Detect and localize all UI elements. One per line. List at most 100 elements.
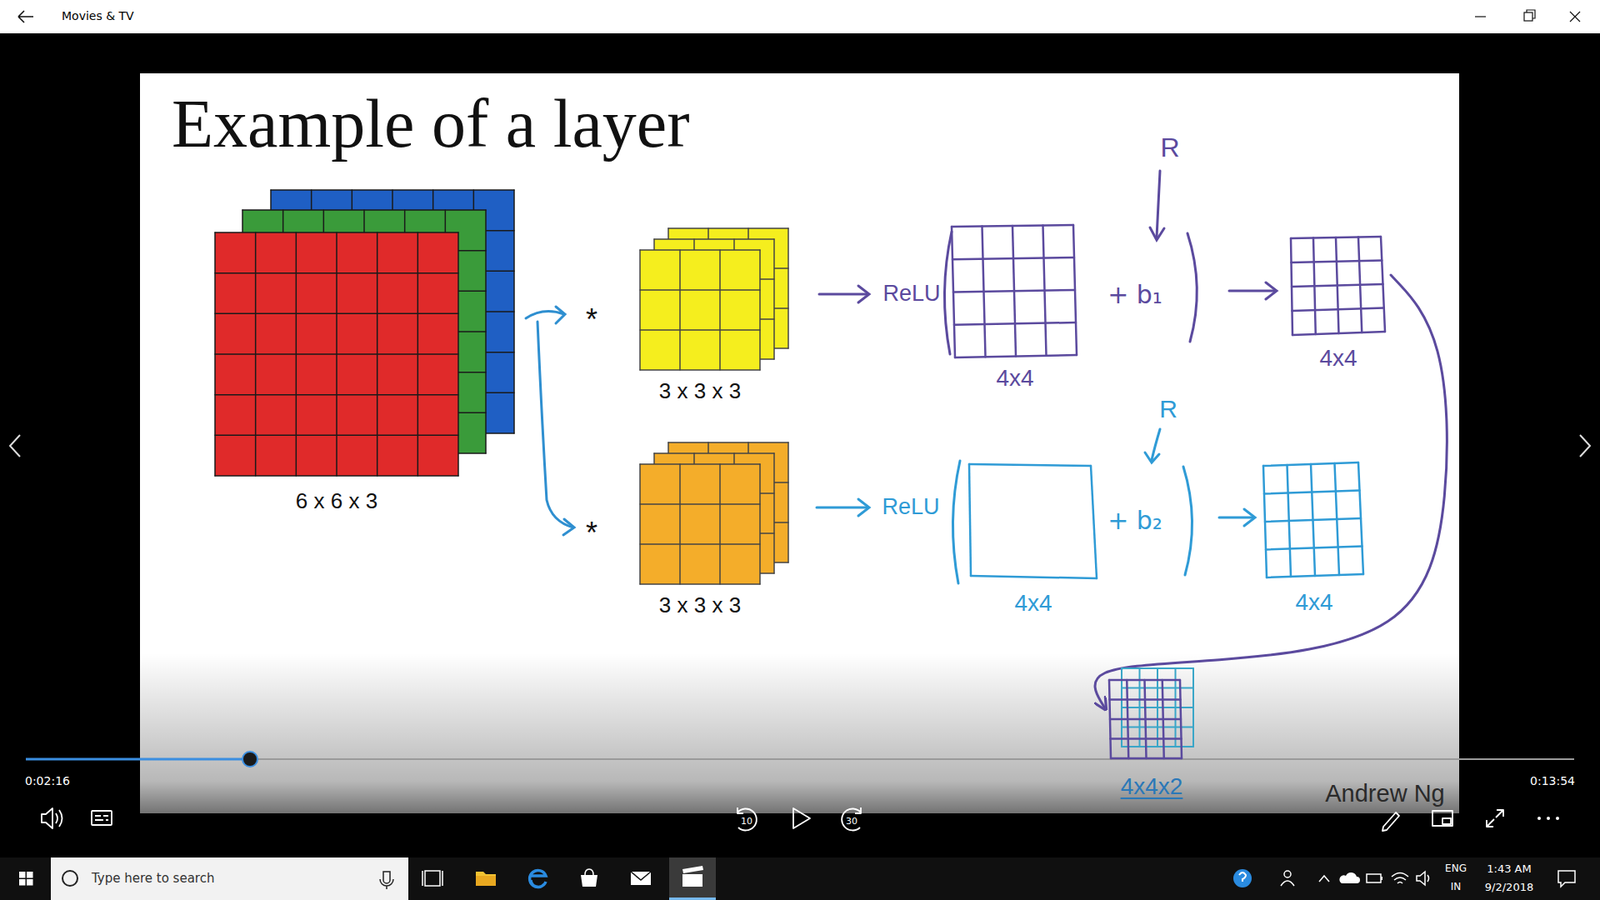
front-grid-line (1110, 737, 1182, 740)
title-bar-part (1570, 11, 1580, 22)
bias-term: + b₂ (1107, 506, 1163, 535)
taskbar-part (1284, 870, 1291, 878)
taskbar-part (530, 870, 546, 887)
front-grid-line (1110, 757, 1182, 760)
filter-layer-fill (640, 250, 760, 370)
player-controls-part (41, 808, 53, 829)
split-bracket-part (563, 519, 575, 535)
red-channel-line (417, 232, 420, 476)
taskbar-part (0, 857, 1600, 900)
slide-title: Example of a layer (171, 86, 690, 162)
red-channel-line (215, 475, 459, 477)
handdrawn-grid-line (1291, 284, 1384, 287)
filter-layer-line (787, 442, 790, 563)
filter-layer-line (639, 250, 641, 370)
relu-row-two-part (1244, 509, 1255, 526)
relu-row-one-part (944, 231, 952, 355)
dimension-label: 6 x 6 x 3 (215, 489, 459, 515)
title-bar-part (0, 0, 1600, 34)
handdrawn-box-line (970, 575, 1097, 579)
red-channel-line (215, 394, 459, 396)
taskbar-part (585, 869, 594, 875)
dimension-label: 4x4x2 (1106, 773, 1197, 800)
flow-connector (1095, 275, 1447, 709)
handdrawn-grid-line (1265, 546, 1363, 550)
relu-row-two (816, 429, 1255, 584)
output-volume-drawing (1106, 666, 1197, 760)
taskbar-part (669, 897, 716, 900)
filter-layer-line (640, 329, 760, 331)
player-controls-part (1382, 812, 1400, 831)
red-channel-line (215, 353, 459, 355)
handdrawn-grid-line (1292, 308, 1385, 312)
player-controls-part (737, 807, 744, 814)
relu-row-two-part (1145, 452, 1160, 463)
filter-layer-line (640, 503, 760, 505)
front-grid-line (1162, 680, 1165, 759)
filter-layer-line (640, 583, 760, 585)
taskbar-part (19, 879, 26, 886)
bias-term: + b₁ (1107, 280, 1163, 309)
clock-date: 9/2/2018 (1485, 881, 1534, 894)
clock-time: 1:43 AM (1486, 863, 1531, 875)
handdrawn-grid-line (1380, 236, 1385, 332)
slide (140, 73, 1460, 814)
search-placeholder: Type here to search (50, 857, 409, 900)
filter-layer-line (679, 250, 681, 370)
filter-layer-line (640, 463, 760, 465)
filter-layer-line (640, 369, 760, 371)
conv-output-two-drawing (965, 460, 1101, 582)
activation-two-drawing (1260, 460, 1369, 581)
handdrawn-grid-line (1073, 225, 1077, 355)
taskbar (0, 857, 1600, 900)
player-overlay-part (140, 653, 1460, 814)
taskbar-part (1416, 871, 1425, 885)
handdrawn-grid (951, 225, 1077, 358)
taskbar-part (669, 857, 716, 900)
activation-name: ReLU (882, 281, 940, 307)
more-dots-part (1537, 816, 1541, 820)
title-bar-part (1524, 12, 1533, 21)
player-controls-part (1486, 810, 1504, 827)
relu-row-two-part (816, 506, 868, 510)
player-controls-part (841, 808, 861, 830)
filter-layer-line (639, 464, 641, 585)
handdrawn-box-line (969, 464, 971, 576)
handdrawn-grid-line (1265, 518, 1361, 522)
filter-layer-line (787, 228, 790, 349)
relu-row-one-part (819, 293, 868, 296)
output-volume: 4x4x2 (1106, 666, 1197, 803)
taskbar-part (1319, 875, 1330, 882)
handdrawn-grid-line (953, 290, 1075, 293)
filter-layer-line (654, 452, 775, 455)
filter-layer-line (668, 441, 789, 444)
taskbar-part (630, 871, 651, 885)
taskbar-part (475, 875, 496, 886)
filter-layer-line (719, 250, 721, 370)
relu-row-two-part (1183, 466, 1193, 575)
slide-part (140, 73, 1460, 814)
more-dots (1537, 816, 1560, 820)
filter-layer-line (654, 238, 775, 240)
handdrawn-grid-line (955, 355, 1077, 358)
skip-forward-seconds: 30 (845, 816, 858, 827)
taskbar-part (682, 874, 703, 887)
handdrawn-grid-line (1335, 463, 1340, 575)
taskbar-part (1280, 880, 1295, 886)
taskbar-part (682, 865, 704, 874)
handdrawn-grid (1290, 236, 1385, 335)
filter-two: 3 x 3 x 3 (637, 439, 792, 620)
taskbar-part (1366, 874, 1381, 883)
taskbar-part (475, 871, 496, 886)
red-channel-line (457, 232, 460, 476)
relu-row-two-part (858, 499, 870, 516)
filter-layer-line (773, 239, 775, 360)
relu-row-one-part (1265, 282, 1277, 300)
cortana-icon (62, 870, 78, 886)
total-time: 0:13:54 (1530, 775, 1575, 788)
handdrawn-box (969, 464, 1097, 579)
taskbar-part (425, 870, 440, 886)
red-channel-line (215, 435, 459, 437)
relu-row-one (819, 170, 1277, 355)
activation-two: 4x4 (1260, 460, 1369, 619)
